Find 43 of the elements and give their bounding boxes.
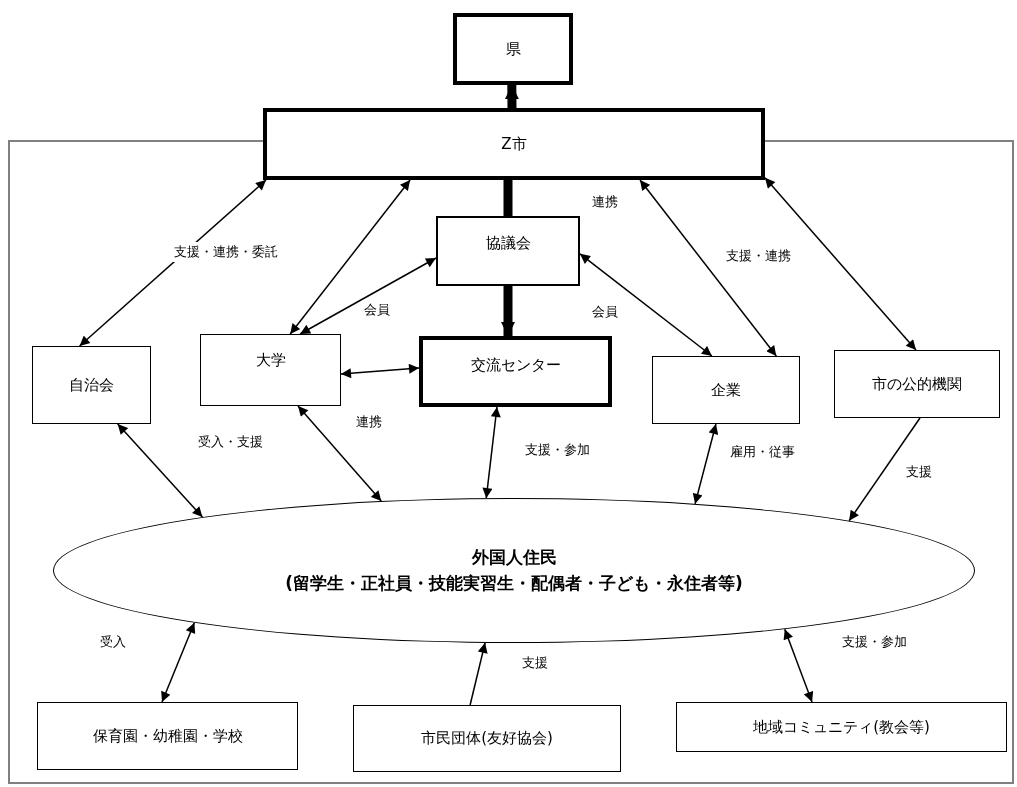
- node-text: 外国人住民: [471, 546, 557, 569]
- box-node: [263, 108, 765, 180]
- double-arrow: [692, 423, 719, 505]
- box-node: [200, 334, 341, 406]
- double-arrow: [639, 179, 778, 357]
- box-node: [676, 702, 1007, 752]
- double-arrow: [161, 622, 196, 703]
- double-arrow: [289, 179, 411, 335]
- box-node: [453, 13, 573, 85]
- node-text: 市民団体(友好協会): [421, 728, 553, 750]
- box-node: [652, 356, 800, 424]
- box-node: [419, 336, 612, 407]
- node-text: 交流センター: [470, 355, 561, 376]
- box-node: [353, 705, 621, 772]
- box-node: [32, 346, 151, 424]
- arrow: [504, 84, 519, 109]
- arrow: [501, 286, 515, 336]
- box-node: [834, 350, 1000, 418]
- box-node: [37, 702, 298, 770]
- node-text: 大学: [255, 350, 286, 371]
- double-arrow: [297, 405, 382, 502]
- node-text: 地域コミュニティ(教会等): [753, 716, 930, 738]
- node-text: (留学生・正社員・技能実習生・配偶者・子ども・永住者等): [285, 571, 743, 595]
- double-arrow: [116, 423, 204, 518]
- double-arrow: [299, 257, 437, 335]
- connector-line: [503, 180, 513, 216]
- arrow: [848, 417, 921, 522]
- arrow: [469, 642, 488, 706]
- node-text: 県: [505, 38, 521, 60]
- node-text: Z市: [501, 133, 527, 155]
- edge-label: 支援・連携・委託: [172, 242, 280, 262]
- double-arrow: [783, 628, 814, 703]
- double-arrow: [78, 179, 267, 347]
- double-arrow: [340, 363, 420, 379]
- double-arrow: [579, 253, 713, 357]
- node-text: 自治会: [69, 374, 114, 396]
- node-text: 企業: [711, 379, 741, 401]
- node-text: 協議会: [485, 233, 531, 254]
- double-arrow: [482, 406, 501, 499]
- node-text: 保育園・幼稚園・学校: [92, 725, 243, 747]
- double-arrow: [764, 177, 917, 351]
- node-text: 市の公的機関: [872, 373, 962, 395]
- box-node: [436, 216, 580, 286]
